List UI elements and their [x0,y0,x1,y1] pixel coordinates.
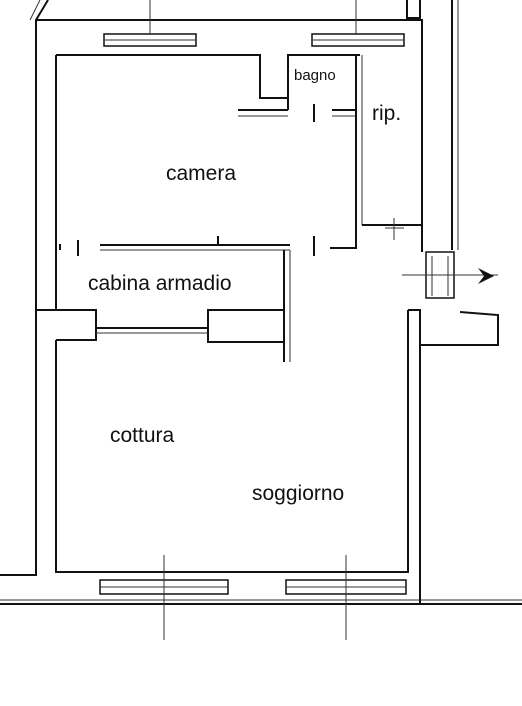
label-bagno: bagno [294,67,336,84]
entrance-door [402,251,498,299]
top-windows [103,0,405,47]
label-ripostiglio: rip. [372,102,401,125]
label-camera: camera [166,162,236,185]
bathroom-walls [238,55,422,249]
label-cottura: cottura [110,424,175,447]
label-soggiorno: soggiorno [252,482,344,505]
bottom-windows [99,555,407,640]
label-cabina-armadio: cabina armadio [88,272,232,295]
outer-context-lines [0,0,522,605]
entrance-arrow-icon [478,268,494,284]
exterior-walls [36,19,423,573]
interior-partitions [59,236,315,362]
